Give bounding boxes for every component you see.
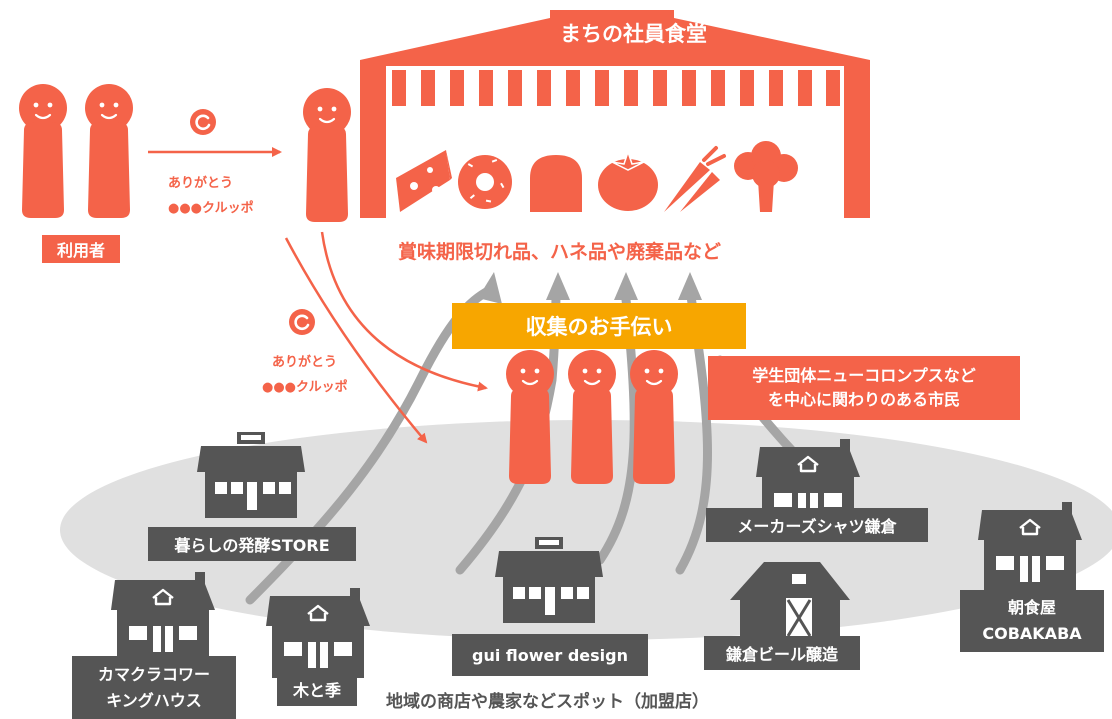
shop-label-choshoku-line-1: 朝食屋 <box>1007 598 1056 617</box>
person-icon <box>17 82 69 220</box>
person-icon <box>566 348 618 486</box>
bread-icon <box>530 155 582 212</box>
collection-label: 収集のお手伝い <box>452 303 746 349</box>
shop-label-kurashi[interactable]: 暮らしの発酵STORE <box>148 527 356 561</box>
person-icon <box>628 348 680 486</box>
area-caption: 地域の商店や農家などスポット（加盟店） <box>386 692 709 712</box>
helpers-label: 学生団体ニューコロンプスなど を中心に関わりのある市民 <box>708 356 1020 420</box>
cheese-icon <box>396 150 452 212</box>
restaurant-title: まちの社員食堂 <box>560 22 707 46</box>
person-icon <box>301 86 353 224</box>
shop-label-maker[interactable]: メーカーズシャツ鎌倉 <box>706 508 928 542</box>
arrow-icon <box>478 272 702 304</box>
coin-icon <box>287 307 317 337</box>
users-label: 利用者 <box>42 235 120 263</box>
shop-icon <box>976 500 1084 594</box>
shop-icon <box>264 586 372 680</box>
barn-icon <box>730 562 850 638</box>
restaurant-subtitle: 賞味期限切れ品、ハネ品や廃棄品など <box>398 241 722 263</box>
shop-icon <box>109 570 217 664</box>
thanks-text-1: ありがとう <box>168 176 234 191</box>
person-icon <box>504 348 556 486</box>
shop-label-kamakura-line-1: カマクラコワー <box>97 664 210 684</box>
shop-label-gui[interactable]: gui flower design <box>452 634 648 676</box>
shop-label-kamakura[interactable]: カマクラコワー キングハウス <box>72 656 236 719</box>
thanks-currency-2: ●●●クルッポ <box>262 380 348 395</box>
helpers-line-1: 学生団体ニューコロンプスなど <box>752 366 976 385</box>
shop-label-choshoku-line-2: COBAKABA <box>982 624 1082 643</box>
carrot-icon <box>664 146 726 212</box>
helpers-line-2: を中心に関わりのある市民 <box>767 390 960 409</box>
broccoli-icon <box>734 141 798 212</box>
shop-label-kamakura-line-2: キングハウス <box>106 690 202 710</box>
tomato-icon <box>598 149 658 211</box>
shop-label-kitoki[interactable]: 木と季 <box>277 672 357 706</box>
person-icon <box>83 82 135 220</box>
restaurant-building <box>360 10 870 218</box>
thanks-text-2: ありがとう <box>272 355 338 370</box>
flow-arrows <box>148 147 488 444</box>
shop-label-choshoku[interactable]: 朝食屋 COBAKABA <box>960 590 1104 652</box>
donut-icon <box>458 155 512 209</box>
thanks-currency-1: ●●●クルッポ <box>168 201 254 216</box>
coin-icon <box>188 107 218 137</box>
shop-label-beer[interactable]: 鎌倉ビール醸造 <box>704 636 860 670</box>
